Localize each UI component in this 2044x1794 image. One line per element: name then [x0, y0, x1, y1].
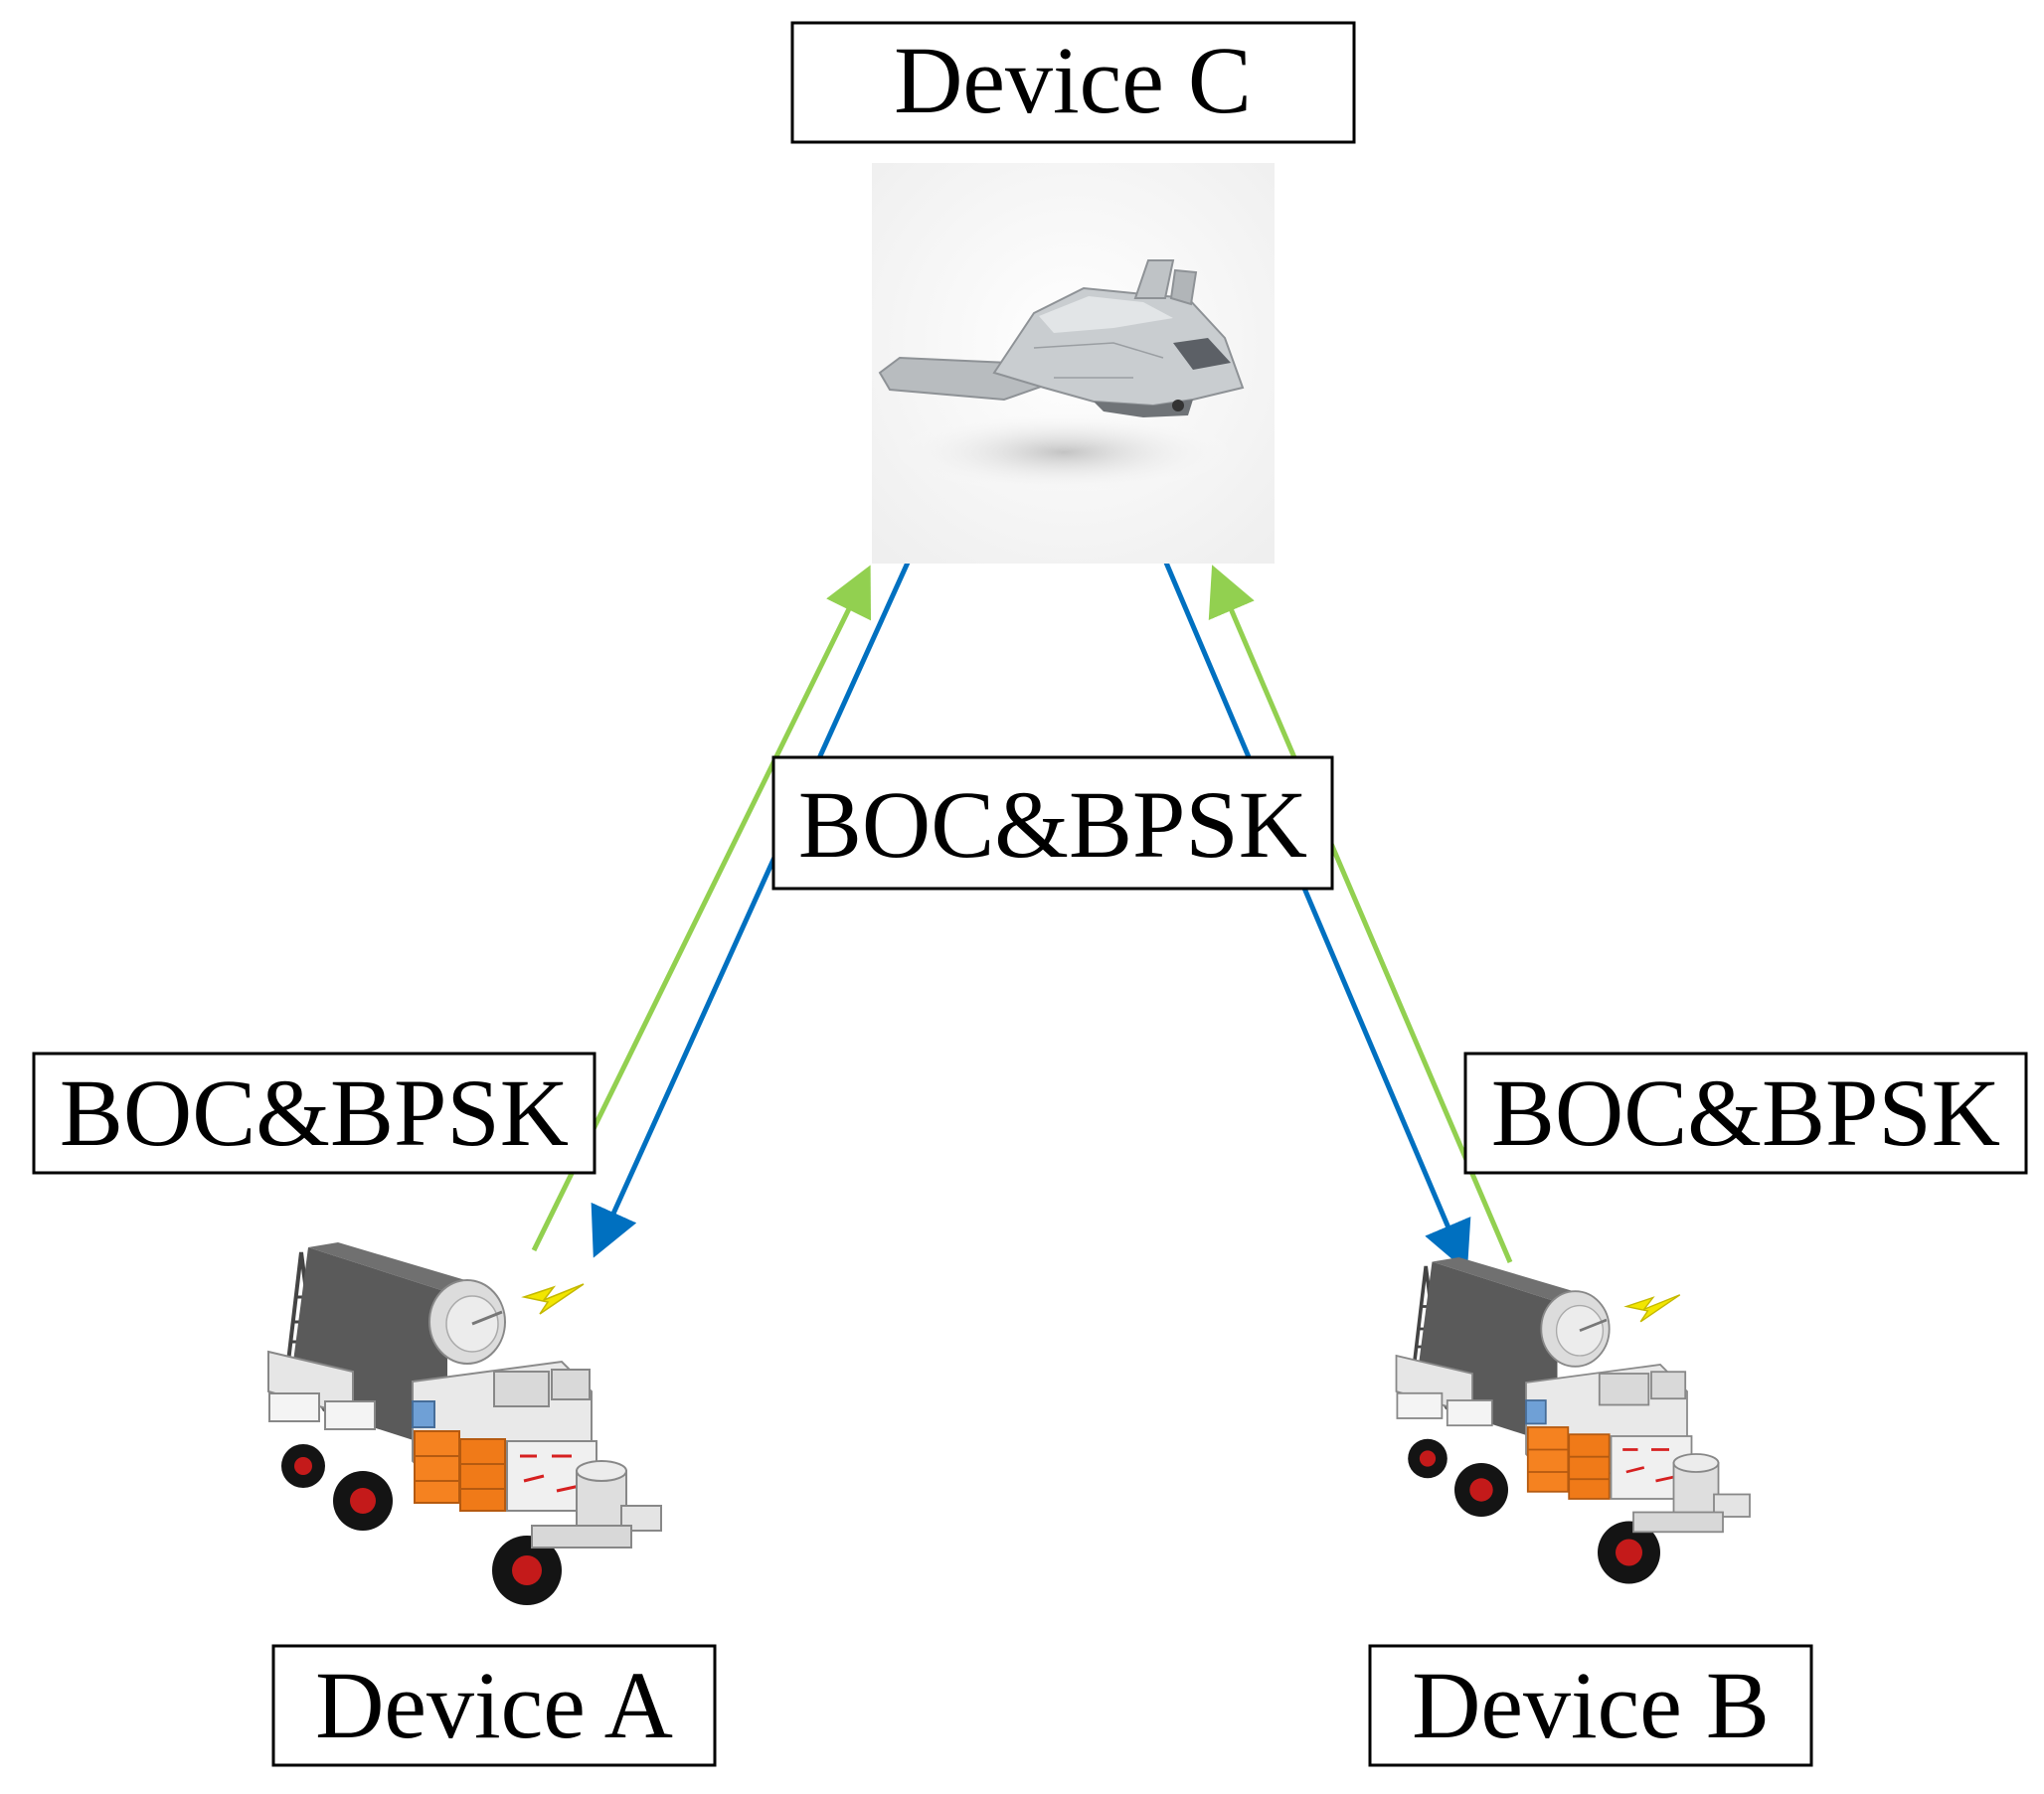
right-link-label: BOC&BPSK	[1463, 1052, 2028, 1175]
device-c-label-box	[790, 21, 1356, 144]
left-link-label-text: BOC&BPSK	[60, 1060, 569, 1166]
center-link-label-box	[771, 755, 1334, 891]
uav-drone-icon	[872, 163, 1275, 564]
downlink-arrow	[1163, 562, 1471, 1272]
uplink-arrow	[1208, 565, 1513, 1263]
device-c-node: Device C	[790, 21, 1356, 564]
device-a-node: Device A	[267, 1242, 717, 1767]
device-a-label-box	[271, 1644, 717, 1767]
device-b-label: Device B	[1412, 1652, 1770, 1758]
device-a-label: Device A	[315, 1652, 673, 1758]
device-b-node: Device B	[1368, 1257, 1813, 1767]
center-link-label-text: BOC&BPSK	[798, 771, 1307, 878]
mobile-ground-station-truck-icon	[1395, 1257, 1751, 1584]
link-c-to-b	[1163, 562, 1513, 1272]
mobile-ground-station-truck-icon	[267, 1242, 662, 1605]
left-link-label-box	[32, 1052, 596, 1175]
center-link-label: BOC&BPSK	[771, 755, 1334, 891]
device-b-label-box	[1368, 1644, 1813, 1767]
left-link-label: BOC&BPSK	[32, 1052, 596, 1175]
right-link-label-text: BOC&BPSK	[1491, 1060, 2000, 1166]
device-c-label: Device C	[894, 27, 1252, 133]
downlink-arrow	[591, 561, 911, 1258]
right-link-label-box	[1463, 1052, 2028, 1175]
